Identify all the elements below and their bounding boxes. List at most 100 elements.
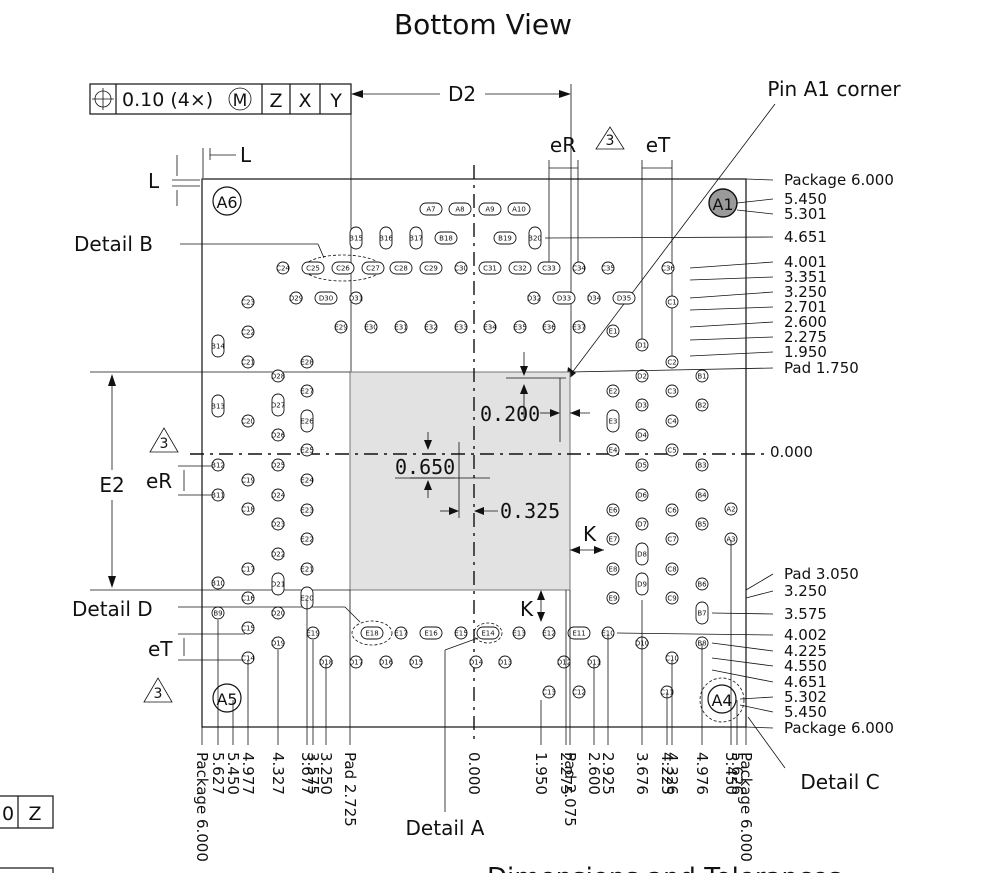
l-top-label: L xyxy=(240,143,252,167)
pin-label: B14 xyxy=(211,343,225,351)
pin-d16: D16 xyxy=(379,655,394,669)
d2-label: D2 xyxy=(448,82,476,106)
pin-label: E27 xyxy=(300,388,313,396)
bottom-dim-text: 4.327 xyxy=(269,752,287,795)
detail-c-label: Detail C xyxy=(800,770,879,794)
bottom-dim-text: 4.225 xyxy=(658,752,676,795)
pin-c13: C13 xyxy=(542,685,556,699)
pin-label: B15 xyxy=(349,235,363,243)
pin-e27: E27 xyxy=(300,384,314,398)
right-dim-text: 5.301 xyxy=(784,205,827,223)
pin-label: E21 xyxy=(300,566,313,574)
pin-e4: E4 xyxy=(606,443,620,457)
pin-b16: B16 xyxy=(379,226,393,250)
pin-c21: C21 xyxy=(241,355,255,369)
right-dim-text: 3.575 xyxy=(784,605,827,623)
fcf-datum-z: Z xyxy=(269,90,282,112)
right-dim-10: 1.950 xyxy=(689,343,827,361)
pin-c25: C25 xyxy=(301,261,325,275)
bottom-dim-text: 3.575 xyxy=(304,752,322,795)
pin-a8: A8 xyxy=(448,202,472,216)
corner-a1: A1 xyxy=(712,195,733,214)
pin-label: E34 xyxy=(483,324,497,332)
right-dim-text: 4.651 xyxy=(784,228,827,246)
pin-label: E35 xyxy=(513,324,526,332)
pin-c34: C34 xyxy=(572,261,586,275)
pin-label: D22 xyxy=(271,551,285,559)
exposed-pad xyxy=(349,371,571,591)
right-dim-text: 0.000 xyxy=(770,443,813,461)
pin-label: E32 xyxy=(424,324,437,332)
pin-label: A3 xyxy=(726,536,735,544)
right-dim-1: 5.450 xyxy=(736,190,827,208)
pin-label: E18 xyxy=(365,630,378,638)
bottom-dim-text: 4.976 xyxy=(693,752,711,795)
pin-e8: E8 xyxy=(606,562,620,576)
pin-e25: E25 xyxy=(300,443,314,457)
pin-label: B20 xyxy=(528,235,542,243)
pin-label: E26 xyxy=(300,418,314,426)
pin-label: B1 xyxy=(697,373,706,381)
corner-a4: A4 xyxy=(711,691,732,710)
k-right-label: K xyxy=(583,522,597,546)
pin-c1: C1 xyxy=(665,295,679,309)
pin-label: C28 xyxy=(394,265,408,273)
detail-b-label: Detail B xyxy=(74,232,153,256)
right-dim-14: 3.250 xyxy=(745,582,827,600)
pin-e11: E11 xyxy=(567,626,591,640)
bottom-dim-9: 0.000 xyxy=(465,752,483,795)
right-dimension-list: Package 6.0005.4505.3014.6514.0013.3513.… xyxy=(544,171,894,737)
pin-e6: E6 xyxy=(606,503,620,517)
pin-label: D11 xyxy=(587,659,601,667)
dim-0200: 0.200 xyxy=(480,402,540,426)
pin-d21: D21 xyxy=(271,572,285,596)
right-dim-3: 4.651 xyxy=(544,228,827,246)
pin-b10: B10 xyxy=(211,576,225,590)
pin-label: D32 xyxy=(527,295,541,303)
pin-label: C18 xyxy=(241,506,255,514)
pin-c20: C20 xyxy=(241,414,255,428)
pin-c30: C30 xyxy=(454,261,468,275)
pin-label: D34 xyxy=(587,295,602,303)
right-dim-12: 0.000 xyxy=(770,443,813,461)
pin-label: D18 xyxy=(319,659,333,667)
pin-a2: A2 xyxy=(724,502,738,516)
bottom-dim-text: 4.326 xyxy=(663,752,681,795)
pin-label: D30 xyxy=(319,295,333,303)
bottom-dim-10: 1.950 xyxy=(532,700,550,795)
right-dim-text: 3.250 xyxy=(784,283,827,301)
pin-d34: D34 xyxy=(587,291,602,305)
pin-d30: D30 xyxy=(314,291,338,305)
pin-d23: D23 xyxy=(271,517,285,531)
pin-label: C27 xyxy=(366,265,380,273)
pin-e24: E24 xyxy=(300,473,314,487)
bottom-dim-15: 3.676 xyxy=(633,600,651,795)
pin-b1: B1 xyxy=(695,369,709,383)
feature-control-frame: 0.10 (4×) M Z X Y xyxy=(89,83,352,115)
pin-label: E29 xyxy=(334,324,347,332)
pin-e9: E9 xyxy=(606,591,620,605)
l-dimension: L L xyxy=(148,143,252,206)
pin-label: E33 xyxy=(454,324,467,332)
pin-e35: E35 xyxy=(513,320,527,334)
pin-c26: C26 xyxy=(331,261,355,275)
pin-label: C5 xyxy=(667,447,676,455)
right-dim-19: 4.651 xyxy=(711,669,827,691)
pin-label: E36 xyxy=(542,324,556,332)
pin-e1: E1 xyxy=(606,324,620,338)
right-dim-text: Pad 3.050 xyxy=(784,565,859,583)
pin-label: C21 xyxy=(241,359,255,367)
pin-label: E17 xyxy=(394,630,407,638)
pin-label: C30 xyxy=(454,265,468,273)
right-dim-text: Package 6.000 xyxy=(784,719,894,737)
right-dim-8: 2.600 xyxy=(689,313,827,331)
pin-d6: D6 xyxy=(635,488,649,502)
pin-c29: C29 xyxy=(419,261,443,275)
pin-label: D20 xyxy=(271,610,285,618)
right-dim-text: 4.550 xyxy=(784,657,827,675)
pin-d22: D22 xyxy=(271,547,285,561)
pin-label: D24 xyxy=(271,492,286,500)
right-dim-17: 4.225 xyxy=(711,642,827,660)
